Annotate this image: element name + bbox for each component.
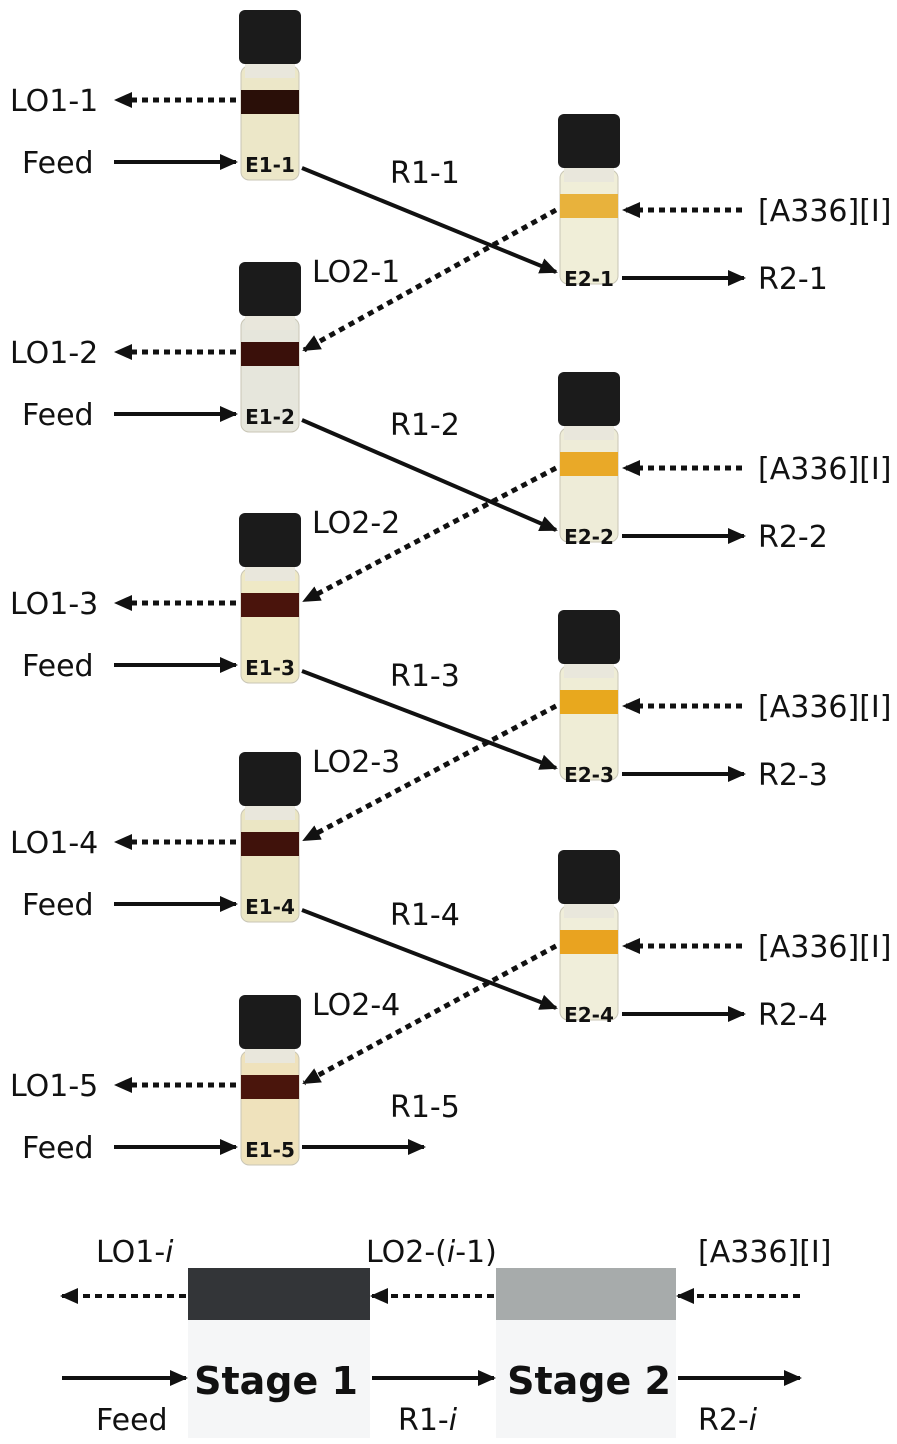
- vial-neck: [245, 563, 295, 581]
- label-lo2-4: LO2-4: [312, 988, 400, 1023]
- label-feed-2: Feed: [22, 398, 94, 433]
- vial-cap: [239, 10, 301, 64]
- vial-cap: [558, 114, 620, 168]
- label-lo2-3: LO2-3: [312, 745, 400, 780]
- vial-organic-phase: [241, 832, 299, 856]
- label-lo1-1: LO1-1: [10, 84, 98, 119]
- vial-organic-phase: [241, 90, 299, 114]
- vial-label-e1-1: E1-1: [245, 153, 295, 177]
- label-r2-4: R2-4: [758, 998, 828, 1033]
- label-feed-1: Feed: [22, 146, 94, 181]
- vial-label-e1-4: E1-4: [245, 895, 295, 919]
- label-r1-3: R1-3: [390, 659, 460, 694]
- label-feed-4: Feed: [22, 888, 94, 923]
- stage1-label: Stage 1: [194, 1359, 358, 1403]
- scheme-r2-label: R2-i: [698, 1403, 758, 1438]
- arrow-r1-3: [301, 669, 558, 770]
- vial-organic-phase: [241, 1075, 299, 1099]
- vial-cap: [239, 995, 301, 1049]
- vial-layer: [239, 10, 620, 1166]
- vial-e2-3: [558, 610, 620, 781]
- label-lo1-4: LO1-4: [10, 826, 98, 861]
- vial-cap: [558, 850, 620, 904]
- scheme-r1-label: R1-i: [398, 1403, 458, 1438]
- arrow-layer: [114, 92, 746, 1155]
- vial-e1-1: [239, 10, 301, 181]
- vial-label-e2-3: E2-3: [564, 763, 614, 787]
- vial-label-e1-3: E1-3: [245, 656, 295, 680]
- vial-organic-phase: [241, 342, 299, 366]
- vial-neck: [564, 422, 614, 440]
- vial-cap: [239, 262, 301, 316]
- label-lo1-5: LO1-5: [10, 1069, 98, 1104]
- label-r1-4: R1-4: [390, 898, 460, 933]
- label-lo1-2: LO1-2: [10, 336, 98, 371]
- vial-e1-5: [239, 995, 301, 1166]
- arrow-lo2-3: [302, 703, 558, 843]
- vial-neck: [564, 900, 614, 918]
- vial-organic-phase: [560, 194, 618, 218]
- vial-cap: [558, 610, 620, 664]
- vial-neck: [245, 1045, 295, 1063]
- label-r1-2: R1-2: [390, 408, 460, 443]
- label-r2-3: R2-3: [758, 758, 828, 793]
- vial-neck: [245, 802, 295, 820]
- vial-organic-phase: [560, 452, 618, 476]
- vial-e2-2: [558, 372, 620, 543]
- arrow-r1-1: [301, 166, 558, 274]
- label-r1-5: R1-5: [390, 1090, 460, 1125]
- vial-e1-2: [239, 262, 301, 433]
- vial-cap: [239, 513, 301, 567]
- scheme-a336-label: [A336][I]: [698, 1235, 831, 1270]
- label-r2-1: R2-1: [758, 262, 828, 297]
- vial-label-e2-1: E2-1: [564, 267, 614, 291]
- stage1-body: [188, 1320, 370, 1438]
- scheme-feed-label: Feed: [96, 1403, 168, 1438]
- arrow-lo2-1: [302, 207, 558, 353]
- label-feed-3: Feed: [22, 649, 94, 684]
- scheme-lo2-label: LO2-(i-1): [366, 1235, 497, 1270]
- label-r1-1: R1-1: [390, 156, 460, 191]
- arrow-lo2-2: [302, 465, 558, 604]
- vial-organic-phase: [560, 690, 618, 714]
- arrow-lo2-4: [302, 943, 558, 1086]
- vial-neck: [564, 164, 614, 182]
- label-lo1-3: LO1-3: [10, 587, 98, 622]
- vial-label-e2-4: E2-4: [564, 1003, 614, 1027]
- vial-label-e1-2: E1-2: [245, 405, 295, 429]
- label-lo2-1: LO2-1: [312, 255, 400, 290]
- label-a336-4: [A336][I]: [758, 930, 891, 965]
- stage2-label: Stage 2: [507, 1359, 671, 1403]
- label-a336-2: [A336][I]: [758, 452, 891, 487]
- stage2-body: [496, 1320, 676, 1438]
- label-r2-2: R2-2: [758, 520, 828, 555]
- label-feed-5: Feed: [22, 1131, 94, 1166]
- vial-e1-3: [239, 513, 301, 684]
- vial-cap: [558, 372, 620, 426]
- vial-cap: [239, 752, 301, 806]
- stage1-top-block: [188, 1268, 370, 1320]
- stage-scheme: Stage 1 Stage 2 LO1-i LO2-(i-1) [A336][I…: [60, 1235, 831, 1438]
- arrow-r1-2: [301, 418, 558, 532]
- vial-label-e2-2: E2-2: [564, 525, 614, 549]
- arrow-r1-4: [301, 908, 558, 1010]
- scheme-lo1-label: LO1-i: [96, 1235, 174, 1270]
- label-a336-3: [A336][I]: [758, 690, 891, 725]
- vial-neck: [245, 312, 295, 330]
- vial-neck: [564, 660, 614, 678]
- label-a336-1: [A336][I]: [758, 194, 891, 229]
- vial-label-e1-5: E1-5: [245, 1138, 295, 1162]
- vial-organic-phase: [560, 930, 618, 954]
- stage2-top-block: [496, 1268, 676, 1320]
- vial-e1-4: [239, 752, 301, 923]
- vial-e2-4: [558, 850, 620, 1021]
- vial-e2-1: [558, 114, 620, 285]
- label-lo2-2: LO2-2: [312, 506, 400, 541]
- vial-neck: [245, 60, 295, 78]
- vial-organic-phase: [241, 593, 299, 617]
